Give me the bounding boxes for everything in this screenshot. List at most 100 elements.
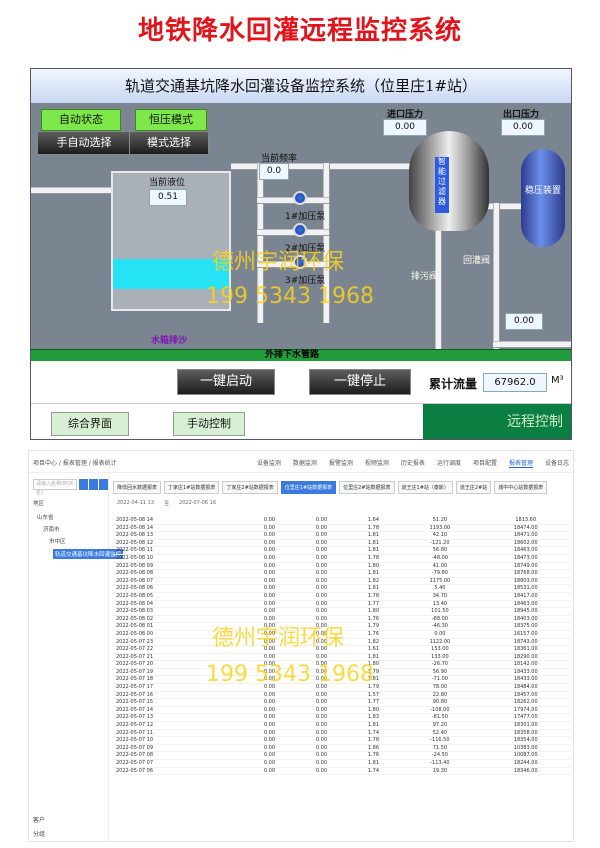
table-cell: 1.57 — [347, 691, 400, 700]
table-cell: 0.00 — [295, 577, 348, 586]
recharge-outlet-pipe — [493, 341, 571, 348]
topnav-item[interactable]: 运行调度 — [436, 460, 461, 467]
table-cell: 0.00 — [295, 554, 348, 563]
table-cell: -121.20 — [399, 539, 481, 548]
table-cell: 0.00 — [295, 683, 348, 692]
table-cell: 0.00 — [295, 592, 348, 601]
table-cell: 1.77 — [347, 600, 400, 609]
recharge-valve-label: 回灌阀 — [463, 256, 491, 266]
pump2-label: 2#加压泵 — [285, 244, 326, 254]
table-cell: 2022-05-07 14 — [113, 706, 244, 715]
manual-control-button[interactable]: 手动控制 — [173, 412, 245, 436]
search-input[interactable]: 请输入名称(BOX名) — [33, 479, 77, 496]
table-cell: 2022-05-08 14 — [113, 524, 244, 533]
tree-district[interactable]: 市中区 — [49, 539, 66, 545]
report-tab[interactable]: 位里庄2#站数据报表 — [339, 481, 395, 494]
topnav-item[interactable]: 设备日志 — [544, 460, 569, 467]
pump2-icon[interactable] — [293, 223, 307, 237]
table-cell: 0.00 — [295, 759, 348, 768]
table-cell: 0.00 — [243, 524, 296, 533]
topnav-item[interactable]: 报警监测 — [328, 460, 353, 467]
table-cell: 18768.00 — [480, 569, 571, 578]
table-cell: 2022-05-07 19 — [113, 668, 244, 677]
date-separator: 至 — [164, 501, 170, 507]
topnav-item[interactable]: 数据监测 — [292, 460, 317, 467]
report-tab[interactable]: 城中中心站数据报表 — [494, 481, 548, 494]
table-cell: 0.00 — [295, 751, 348, 760]
table-cell: 18346.00 — [480, 767, 571, 776]
table-cell: 2022-05-08 02 — [113, 615, 244, 624]
report-tab[interactable]: 丁家庄2#站数据报表 — [222, 481, 278, 494]
table-cell: 0.00 — [243, 736, 296, 745]
table-cell: 1.74 — [347, 729, 400, 738]
tree-project[interactable]: 轨道交通基坑降水回灌监控 — [53, 549, 124, 559]
date-from[interactable]: 2022-04-11 13 — [117, 500, 155, 506]
sidebar-customer[interactable]: 客户 — [33, 817, 46, 824]
table-cell: 1.80 — [347, 607, 400, 616]
tree-root[interactable]: 地区 — [33, 501, 45, 507]
topnav-item[interactable]: 历史报表 — [400, 460, 425, 467]
table-cell: 2022-05-07 09 — [113, 744, 244, 753]
topnav-item[interactable]: 视频监测 — [364, 460, 389, 467]
table-cell: 10087.00 — [480, 751, 571, 760]
current-level-label: 当前液位 — [149, 178, 186, 188]
table-cell: -26.70 — [399, 660, 481, 669]
report-tab[interactable]: 丁家庄1#站数据报表 — [164, 481, 220, 494]
manual-auto-select-button[interactable]: 手自动选择 — [37, 131, 131, 155]
table-cell: 2022-05-07 20 — [113, 660, 244, 669]
table-cell: 0.00 — [243, 683, 296, 692]
table-cell: -24.50 — [399, 751, 481, 760]
report-tab[interactable]: 道王庄2#站 — [455, 481, 492, 494]
search-icon[interactable] — [79, 479, 88, 490]
table-cell: 2022-05-07 17 — [113, 683, 244, 692]
table-cell: 0.00 — [295, 569, 348, 578]
one-key-start-button[interactable]: 一键启动 — [177, 369, 275, 395]
pump3-icon[interactable] — [293, 255, 307, 269]
table-cell: 56.90 — [399, 668, 481, 677]
filter-icon[interactable] — [89, 479, 98, 490]
page-title: 地铁降水回灌远程监控系统 — [137, 16, 462, 46]
sidebar-group[interactable]: 分组 — [33, 831, 46, 838]
table-cell: 0.00 — [295, 729, 348, 738]
table-cell: 1.78 — [347, 524, 400, 533]
date-to[interactable]: 2022-07-06 16 — [179, 500, 217, 506]
pump1-icon[interactable] — [293, 191, 307, 205]
tank-water-level — [113, 259, 229, 289]
tree-province[interactable]: 山东省 — [37, 515, 54, 521]
report-tab[interactable]: 降低回水数据报表 — [113, 481, 162, 494]
table-cell: 52.40 — [399, 729, 481, 738]
table-cell: 1.82 — [347, 577, 400, 586]
topnav-item[interactable]: 设备监测 — [256, 460, 281, 467]
table-cell: 0.00 — [243, 653, 296, 662]
topnav-item[interactable]: 报表管理 — [508, 460, 533, 468]
table-cell: 1.76 — [347, 630, 400, 639]
table-cell: 0.00 — [243, 698, 296, 707]
table-cell: 90.80 — [399, 698, 481, 707]
tree-city[interactable]: 济南市 — [43, 527, 60, 533]
mode-select-button[interactable]: 模式选择 — [129, 131, 209, 155]
one-key-stop-button[interactable]: 一键停止 — [309, 369, 411, 395]
table-cell: 34.70 — [399, 592, 481, 601]
table-cell: 2022-05-07 08 — [113, 751, 244, 760]
report-tab[interactable]: 道王庄1#站（泰斯） — [397, 481, 453, 494]
report-tab[interactable]: 位里庄1#站数据报表 — [280, 481, 337, 494]
table-cell: 0.00 — [243, 638, 296, 647]
refresh-icon[interactable] — [99, 479, 108, 490]
table-cell: 51.20 — [399, 517, 481, 525]
table-cell: 0.00 — [243, 607, 296, 616]
constant-pressure-indicator: 恒压模式 — [135, 109, 207, 131]
table-cell: 18354.00 — [480, 736, 571, 745]
table-cell: 2022-05-07 23 — [113, 638, 244, 647]
topnav-item[interactable]: 项目配置 — [472, 460, 497, 467]
table-cell: 0.00 — [243, 751, 296, 760]
table-cell: 0.00 — [399, 630, 481, 639]
overview-button[interactable]: 综合界面 — [51, 412, 129, 436]
table-cell: 1.81 — [347, 653, 400, 662]
sidebar: 请输入名称(BOX名) 地区 山东省 济南市 市中区 轨道交通基坑降水回灌监控 … — [29, 473, 124, 841]
current-freq-label: 当前频率 — [261, 154, 298, 164]
